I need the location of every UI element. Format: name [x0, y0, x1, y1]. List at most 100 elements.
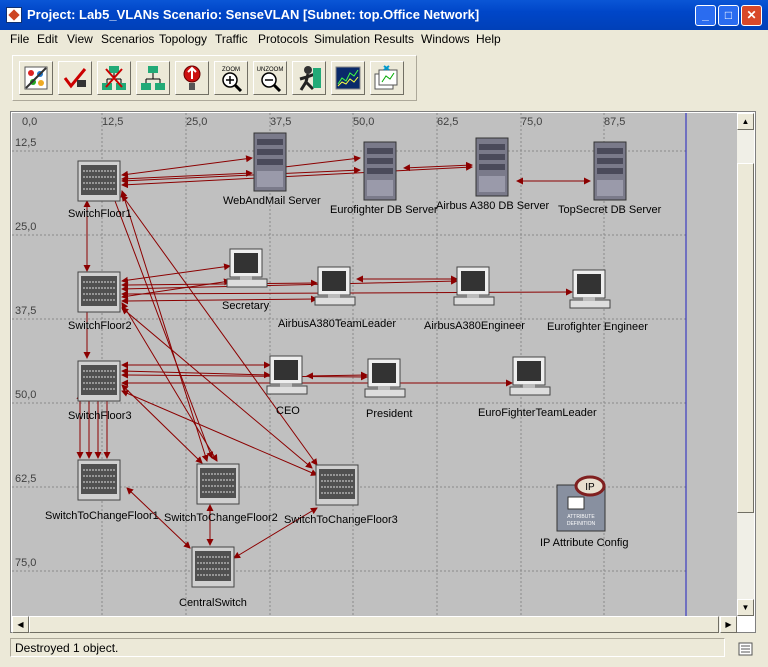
- horizontal-scroll-thumb[interactable]: [29, 616, 719, 633]
- switch-change-floor2-icon[interactable]: [195, 462, 241, 506]
- menu-bar: File Edit View Scenarios Topology Traffi…: [0, 30, 768, 49]
- menu-windows[interactable]: Windows: [421, 32, 470, 46]
- message-log-icon[interactable]: [737, 640, 755, 658]
- zoom-out-icon: UNZOOM: [257, 67, 284, 92]
- fail-node-icon: [102, 66, 126, 90]
- menu-view[interactable]: View: [67, 32, 93, 46]
- webmail-server-label: WebAndMail Server: [223, 195, 321, 207]
- ip-attribute-config-label: IP Attribute Config: [540, 537, 629, 549]
- server-icon: [475, 137, 509, 197]
- zoom-label: ZOOM: [222, 67, 240, 73]
- menu-scenarios[interactable]: Scenarios: [101, 32, 155, 46]
- switch-floor1-label: SwitchFloor1: [68, 208, 132, 220]
- vertical-scroll-thumb[interactable]: [737, 163, 754, 513]
- airbus-leader-pc-icon[interactable]: [314, 265, 356, 311]
- ip-badge-sub2: DEFINITION: [567, 521, 596, 527]
- open-palette-button[interactable]: [19, 61, 53, 95]
- horizontal-scrollbar[interactable]: ◀ ▶: [12, 616, 737, 633]
- eurofighter-db-icon[interactable]: [362, 140, 398, 202]
- president-label: President: [366, 408, 413, 420]
- close-button[interactable]: ✕: [741, 5, 762, 26]
- scroll-up-button[interactable]: ▲: [737, 113, 754, 130]
- menu-traffic[interactable]: Traffic: [215, 32, 248, 46]
- menu-protocols[interactable]: Protocols: [258, 32, 309, 46]
- switch-floor3-icon[interactable]: [76, 359, 122, 403]
- topsecret-db-icon[interactable]: [592, 140, 628, 202]
- ruler-x-4: 50,0: [353, 116, 375, 128]
- menu-simulation[interactable]: Simulation: [314, 32, 371, 46]
- return-parent-subnet-button[interactable]: [175, 61, 209, 95]
- ceo-pc-icon[interactable]: [266, 354, 308, 400]
- view-results-icon: [335, 66, 361, 90]
- president-pc-icon[interactable]: [364, 357, 406, 403]
- fail-node-button[interactable]: [97, 61, 131, 95]
- switch-change-floor2-label: SwitchToChangeFloor2: [164, 512, 278, 524]
- view-results-button[interactable]: [331, 61, 365, 95]
- check-links-button[interactable]: [58, 61, 92, 95]
- vertical-scrollbar[interactable]: ▲ ▼: [737, 113, 754, 616]
- topsecret-db-label: TopSecret DB Server: [558, 204, 662, 216]
- menu-help[interactable]: Help: [476, 32, 501, 46]
- menu-file[interactable]: File: [10, 32, 30, 46]
- airbus-engineer-pc-icon[interactable]: [453, 265, 495, 311]
- parent-subnet-icon: [183, 65, 201, 90]
- palette-icon: [24, 66, 48, 90]
- title-bar[interactable]: Project: Lab5_VLANs Scenario: SenseVLAN …: [0, 0, 768, 30]
- switch-icon: [77, 360, 121, 402]
- unzoom-button[interactable]: UNZOOM: [253, 61, 287, 95]
- workstation-icon: [569, 269, 611, 309]
- check-links-icon: [63, 68, 87, 89]
- scroll-left-button[interactable]: ◀: [12, 616, 29, 633]
- workstation-icon: [266, 355, 308, 395]
- app-icon: [6, 7, 22, 23]
- minimize-button[interactable]: _: [695, 5, 716, 26]
- menu-results[interactable]: Results: [374, 32, 415, 46]
- workstation-icon: [314, 266, 356, 306]
- secretary-pc-icon[interactable]: [226, 247, 268, 293]
- eurofighter-db-label: Eurofighter DB Server: [330, 204, 438, 216]
- webmail-server-icon[interactable]: [252, 131, 288, 193]
- server-icon: [593, 141, 627, 201]
- menu-edit[interactable]: Edit: [37, 32, 58, 46]
- switch-floor2-icon[interactable]: [76, 270, 122, 314]
- links: [76, 155, 591, 559]
- unzoom-label: UNZOOM: [257, 67, 284, 73]
- switch-icon: [77, 160, 121, 202]
- switch-change-floor1-label: SwitchToChangeFloor1: [45, 510, 159, 522]
- airbus-db-label: Airbus A380 DB Server: [436, 200, 550, 212]
- switch-icon: [191, 546, 235, 588]
- switch-change-floor1-icon[interactable]: [76, 458, 122, 502]
- ruler-x-5: 62,5: [437, 116, 459, 128]
- switch-floor1-icon[interactable]: [76, 159, 122, 203]
- recover-node-button[interactable]: [136, 61, 170, 95]
- server-icon: [253, 132, 287, 192]
- scroll-right-button[interactable]: ▶: [720, 616, 737, 633]
- graphs-icon: [374, 65, 398, 90]
- ruler-y-0: 12,5: [15, 137, 37, 149]
- workstation-icon: [453, 266, 495, 306]
- eurofighter-engineer-pc-icon[interactable]: [569, 268, 611, 314]
- maximize-button[interactable]: □: [718, 5, 739, 26]
- network-canvas[interactable]: 0,0 12,5 25,0 37,5 50,0 62,5 75,0 87,5 1…: [12, 113, 737, 616]
- airbus-engineer-label: AirbusA380Engineer: [424, 320, 525, 332]
- network-diagram: [12, 113, 687, 616]
- switch-change-floor3-icon[interactable]: [314, 463, 360, 507]
- ip-attribute-config-icon[interactable]: IP ATTRIBUTE DEFINITION: [554, 475, 610, 533]
- ip-badge-text: IP: [585, 482, 595, 493]
- switch-icon: [196, 463, 240, 505]
- scroll-down-button[interactable]: ▼: [737, 599, 754, 616]
- zoom-button[interactable]: ZOOM: [214, 61, 248, 95]
- eurofighter-leader-label: EuroFighterTeamLeader: [478, 407, 597, 419]
- airbus-db-icon[interactable]: [474, 136, 510, 198]
- eurofighter-leader-pc-icon[interactable]: [509, 355, 551, 401]
- ruler-x-1: 12,5: [102, 116, 124, 128]
- configure-run-simulation-button[interactable]: [292, 61, 326, 95]
- central-switch-icon[interactable]: [190, 545, 236, 589]
- ruler-x-2: 25,0: [186, 116, 208, 128]
- eurofighter-engineer-label: Eurofighter Engineer: [547, 321, 648, 333]
- hide-show-graphs-button[interactable]: [370, 61, 404, 95]
- ip-badge-sub1: ATTRIBUTE: [567, 514, 595, 520]
- status-message: Destroyed 1 object.: [15, 641, 119, 655]
- menu-topology[interactable]: Topology: [159, 32, 208, 46]
- airbus-leader-label: AirbusA380TeamLeader: [278, 318, 397, 330]
